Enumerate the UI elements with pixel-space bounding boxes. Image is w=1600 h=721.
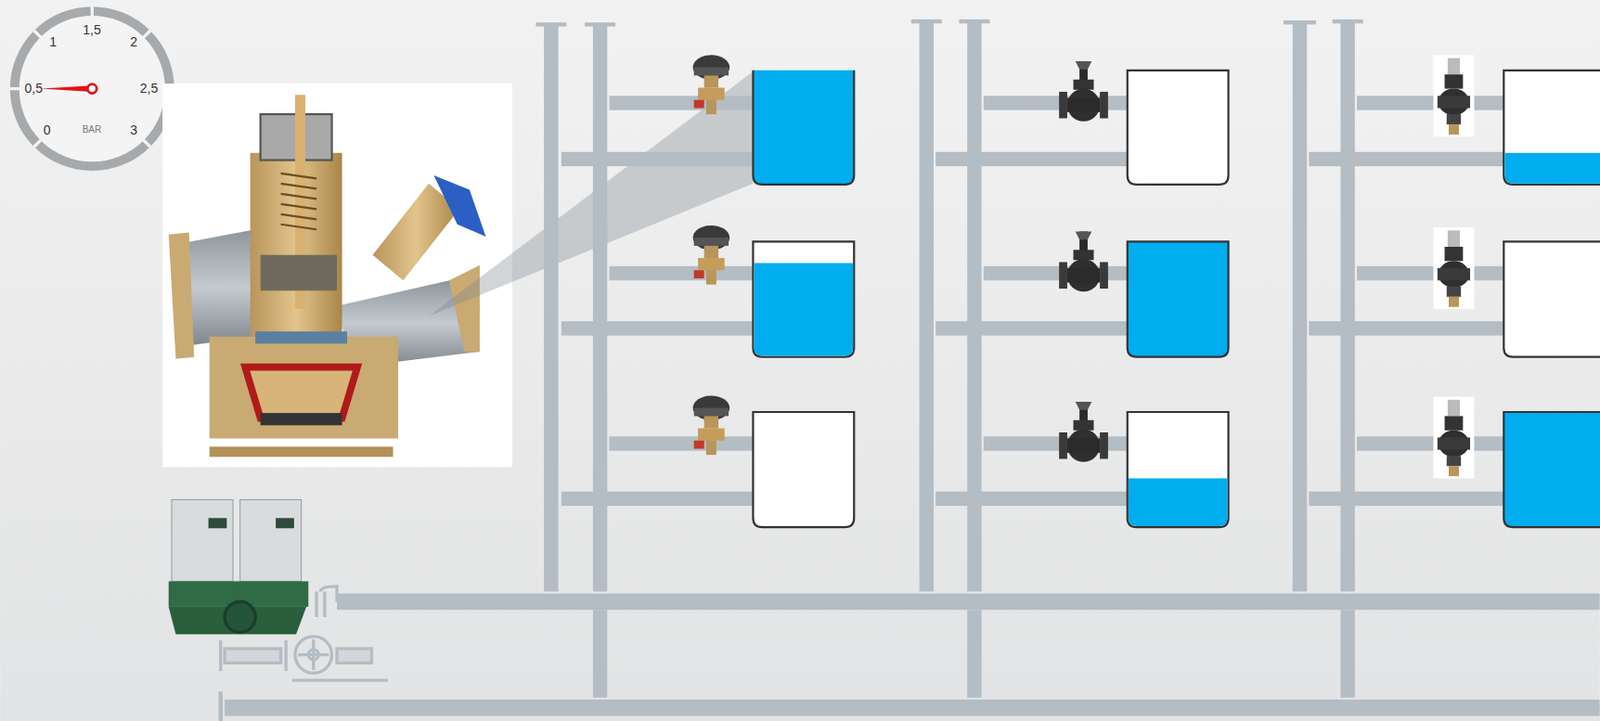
balancing-valves: [693, 54, 731, 455]
cutaway-panel: [162, 83, 513, 467]
gauge-scale-number: BAR: [82, 125, 103, 135]
control-valves: [1058, 61, 1109, 463]
gauge-scale-number: 1: [49, 35, 57, 49]
pipework: [219, 19, 1600, 721]
valve-cutaway: [168, 94, 487, 457]
gauge-scale-number: 1,5: [82, 23, 101, 37]
gauge-scale-number: 0,5: [25, 81, 43, 95]
twin-pump: [168, 500, 310, 635]
tanks: [752, 70, 1600, 528]
projection-wedge: [428, 71, 753, 317]
gauge-scale-number: 2,5: [140, 81, 158, 95]
pump-symbol: [220, 586, 388, 681]
pressure-gauge: [9, 6, 175, 168]
gauge-scale-number: 3: [129, 123, 138, 137]
gauge-scale-number: 0: [43, 123, 52, 137]
pressure-valves: [1432, 54, 1474, 478]
gauge-scale-number: 2: [129, 35, 138, 49]
